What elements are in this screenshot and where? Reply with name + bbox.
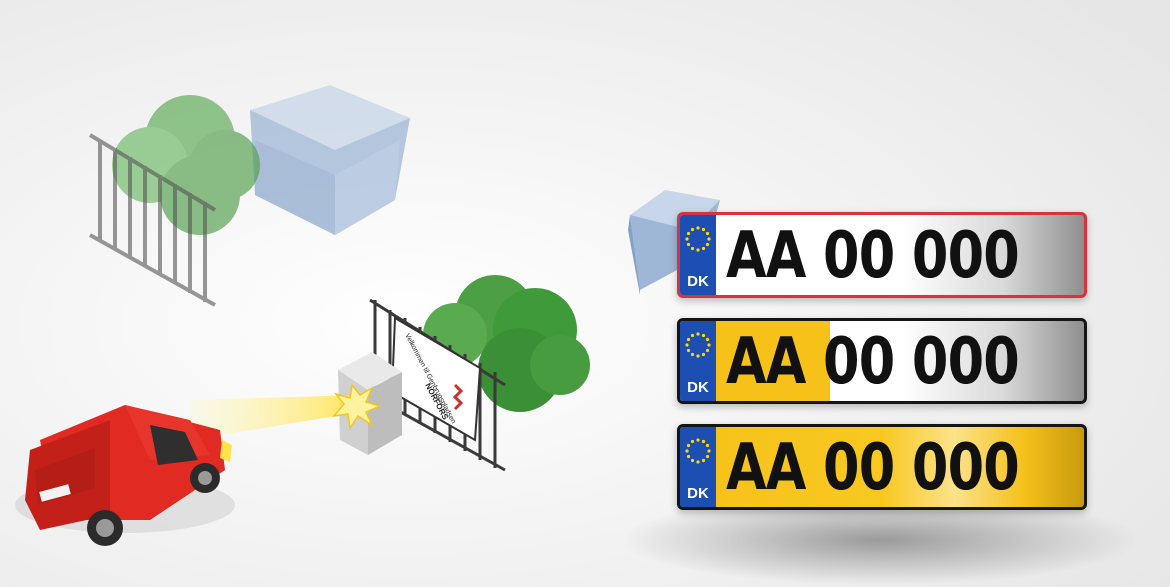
back-gate — [88, 133, 217, 307]
license-plate-yellow: DK AA 00 000 — [677, 424, 1087, 510]
eu-stars-icon — [685, 226, 711, 252]
plate-number: AA 00 000 — [726, 325, 1020, 399]
eu-band: DK — [680, 321, 716, 401]
country-code: DK — [687, 485, 709, 502]
plate-number: AA 00 000 — [726, 431, 1020, 505]
country-code: DK — [687, 273, 709, 290]
camera-beam — [190, 395, 360, 440]
country-code: DK — [687, 379, 709, 396]
eu-stars-icon — [685, 332, 711, 358]
back-container — [250, 85, 410, 235]
red-van — [25, 405, 232, 546]
license-plate-white-yellow-section: DK AA 00 000 — [677, 318, 1087, 404]
eu-stars-icon — [685, 438, 711, 464]
plate-number: AA 00 000 — [726, 219, 1020, 293]
camera-flash — [332, 383, 383, 431]
license-plate-white-red-border: DK AA 00 000 — [677, 212, 1087, 298]
eu-band: DK — [680, 427, 716, 507]
eu-band: DK — [680, 215, 716, 295]
